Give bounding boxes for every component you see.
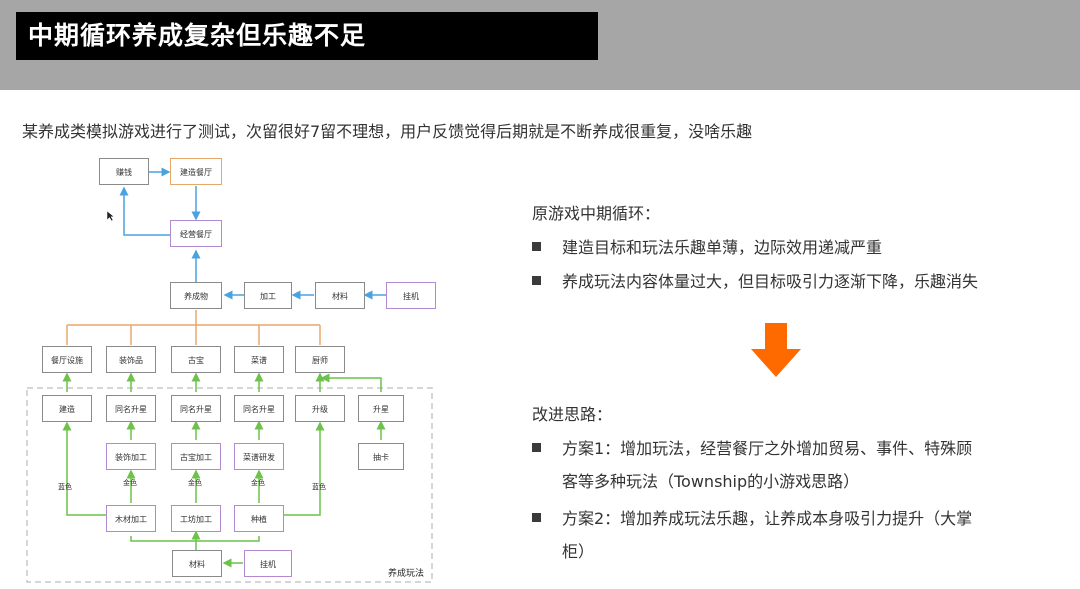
node-same-upgrade-2: 同名升星 <box>171 395 221 422</box>
node-same-upgrade-3: 同名升星 <box>234 395 284 422</box>
node-plant: 种植 <box>234 505 284 532</box>
node-material-bottom: 材料 <box>172 550 222 577</box>
plan-1-continuation: 客等多种玩法（Township的小游戏思路） <box>562 472 860 491</box>
node-build-restaurant: 建造餐厅 <box>170 158 222 185</box>
bullet-square-icon <box>532 242 541 251</box>
node-decoration: 装饰品 <box>106 346 156 373</box>
region-label: 养成玩法 <box>388 569 425 579</box>
node-earn: 赚钱 <box>99 158 149 185</box>
node-antique: 古宝 <box>171 346 221 373</box>
edge-label-blue-right: 蓝色 <box>312 483 326 491</box>
node-star-up: 升星 <box>358 395 404 422</box>
node-build: 建造 <box>42 395 92 422</box>
bullet-original-2: 养成玩法内容体量过大，但目标吸引力逐渐下降，乐趣消失 <box>532 268 978 292</box>
node-hang-top: 挂机 <box>386 282 436 309</box>
edge-label-gold-3: 金色 <box>251 479 265 487</box>
node-run-restaurant: 经营餐厅 <box>170 220 222 247</box>
node-raise-item: 养成物 <box>170 282 222 309</box>
summary-text: 某养成类模拟游戏进行了测试，次留很好7留不理想，用户反馈觉得后期就是不断养成很重… <box>22 122 753 141</box>
node-chef: 厨师 <box>295 346 345 373</box>
bullet-square-icon <box>532 276 541 285</box>
node-level-up: 升级 <box>295 395 345 422</box>
region-border <box>26 387 433 583</box>
diagram-connectors <box>26 167 433 583</box>
mouse-cursor-icon <box>106 210 115 222</box>
plan-2-continuation: 柜） <box>562 542 595 561</box>
page-title: 中期循环养成复杂但乐趣不足 <box>16 12 598 60</box>
heading-improvement: 改进思路： <box>532 405 613 424</box>
node-same-upgrade-1: 同名升星 <box>106 395 156 422</box>
edge-label-blue-left: 蓝色 <box>58 483 72 491</box>
node-hang-bottom: 挂机 <box>244 550 292 577</box>
down-arrow-icon <box>751 323 801 377</box>
node-craft-process: 工坊加工 <box>171 505 221 532</box>
node-facility: 餐厅设施 <box>42 346 92 373</box>
bullet-square-icon <box>532 513 541 522</box>
node-material-top: 材料 <box>315 282 365 309</box>
node-process-top: 加工 <box>244 282 292 309</box>
node-recipe-research: 菜谱研发 <box>234 443 284 470</box>
heading-original-loop: 原游戏中期循环： <box>532 204 661 223</box>
node-draw-card: 抽卡 <box>358 443 404 470</box>
edge-label-gold-1: 金色 <box>123 479 137 487</box>
edge-label-gold-2: 金色 <box>188 479 202 487</box>
flow-diagram: 赚钱 建造餐厅 经营餐厅 养成物 加工 材料 挂机 餐厅设施 装饰品 古宝 菜谱… <box>0 140 470 589</box>
node-decor-process: 装饰加工 <box>106 443 156 470</box>
bullet-square-icon <box>532 443 541 452</box>
bullet-plan-1: 方案1：增加玩法，经营餐厅之外增加贸易、事件、特殊顾 <box>532 435 972 459</box>
node-dish: 菜谱 <box>234 346 284 373</box>
bullet-plan-2: 方案2：增加养成玩法乐趣，让养成本身吸引力提升（大掌 <box>532 505 972 529</box>
node-antique-process: 古宝加工 <box>171 443 221 470</box>
node-wood-process: 木材加工 <box>106 505 156 532</box>
bullet-original-1: 建造目标和玩法乐趣单薄，边际效用递减严重 <box>532 234 882 258</box>
